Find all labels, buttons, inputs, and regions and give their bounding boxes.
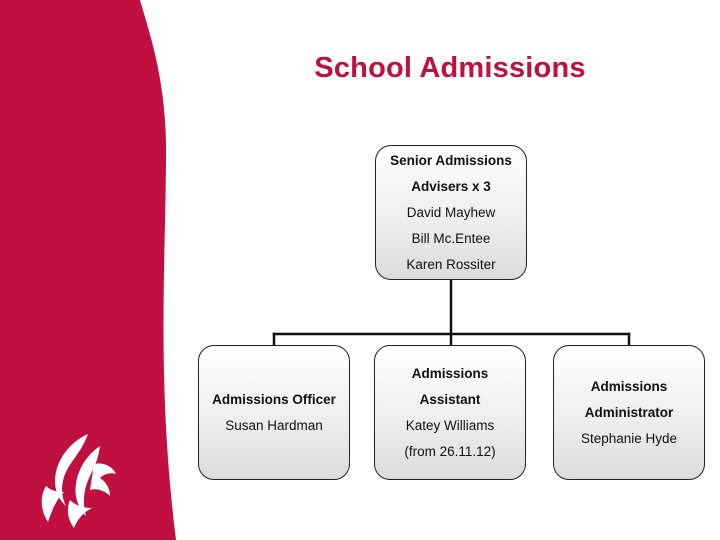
member-name: Katey Williams [405, 417, 495, 433]
role-title: Admissions Officer [212, 391, 336, 407]
admissions-assistant-box: Admissions Assistant Katey Williams (fro… [374, 345, 526, 480]
role-title-cont: Advisers x 3 [411, 178, 491, 194]
admissions-officer-box: Admissions Officer Susan Hardman [198, 345, 350, 480]
member-name: Karen Rossiter [406, 256, 496, 272]
role-title-cont: Administrator [584, 404, 674, 420]
member-name: Bill Mc.Entee [411, 230, 491, 246]
role-title-cont: Assistant [419, 391, 481, 407]
role-title: Admissions [411, 365, 489, 381]
brand-side-band [0, 0, 176, 540]
member-name: Stephanie Hyde [580, 430, 678, 446]
dragon-logo-icon [41, 434, 116, 528]
senior-admissions-advisers-box: Senior Admissions Advisers x 3 David May… [375, 145, 527, 280]
member-name: David Mayhew [406, 204, 496, 220]
role-title: Senior Admissions [390, 152, 512, 168]
member-name: Susan Hardman [225, 417, 323, 433]
role-title: Admissions [590, 378, 668, 394]
start-date-note: (from 26.11.12) [404, 443, 496, 459]
admissions-administrator-box: Admissions Administrator Stephanie Hyde [553, 345, 705, 480]
page-title: School Admissions [314, 52, 586, 84]
